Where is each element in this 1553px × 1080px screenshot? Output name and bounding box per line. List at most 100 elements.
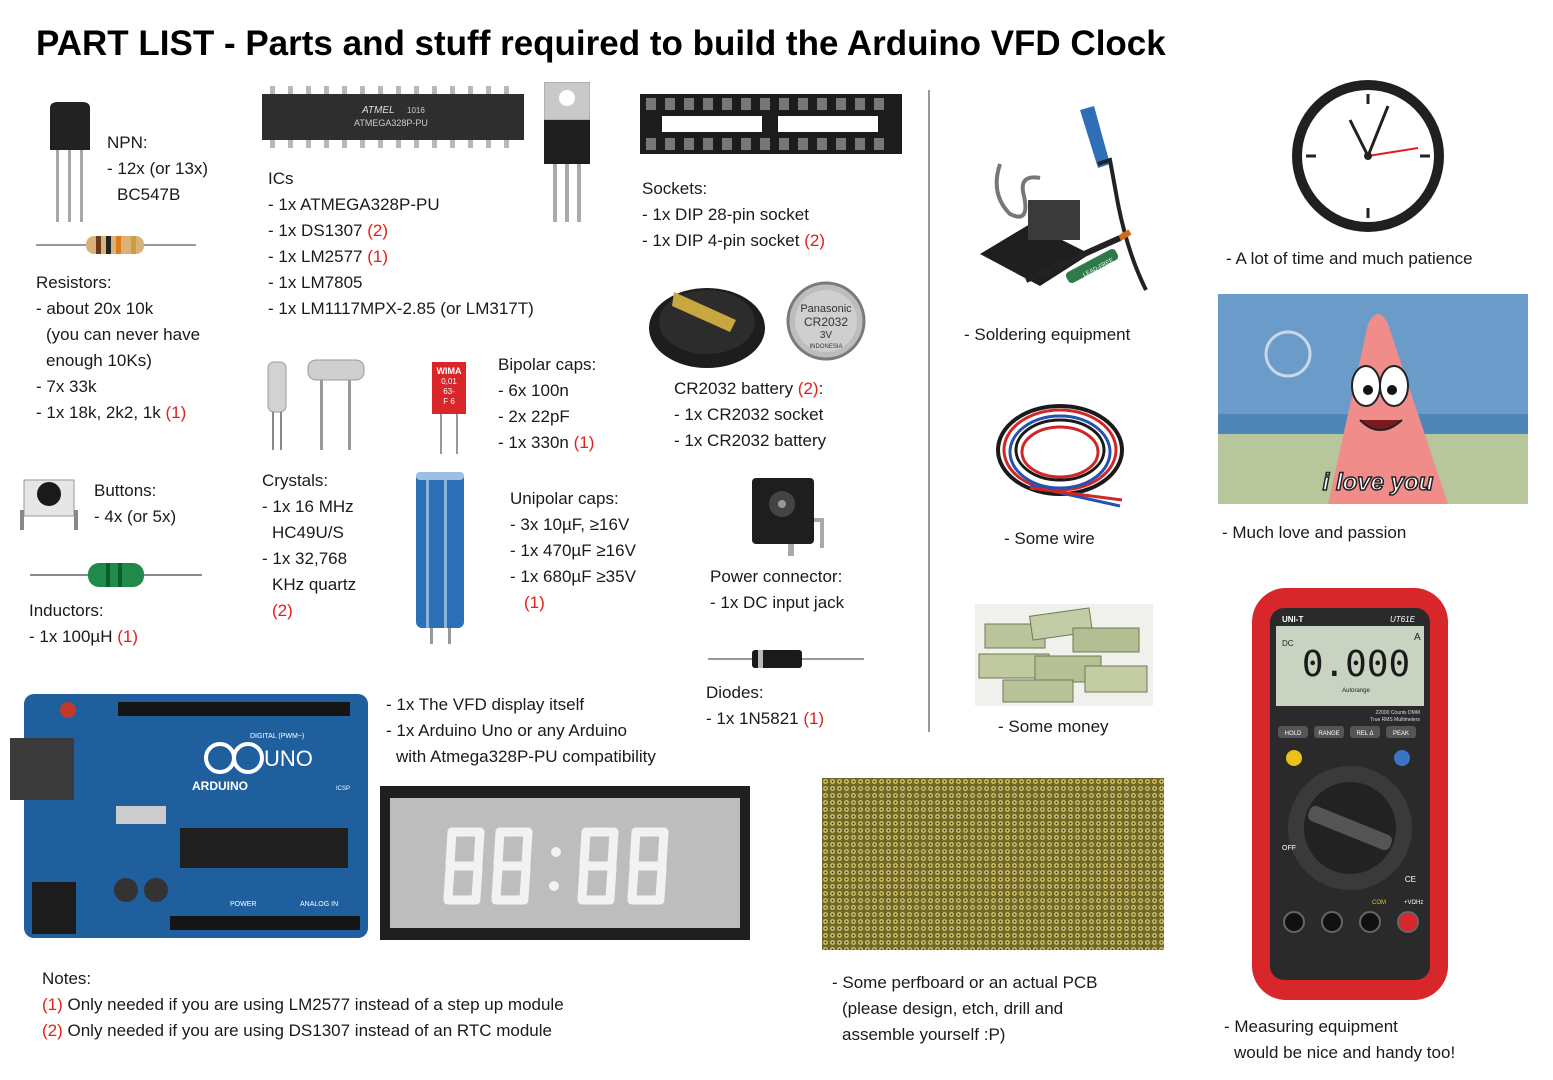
ics-line-5: - 1x LM1117MPX-2.85 (or LM317T) xyxy=(268,299,534,318)
mm-btn-hold: HOLD xyxy=(1285,731,1302,737)
measure-line-2: would be nice and handy too! xyxy=(1234,1043,1456,1062)
wire-caption: - Some wire xyxy=(1004,529,1095,548)
inductors-heading: Inductors: xyxy=(29,601,104,620)
mm-btn-range: RANGE xyxy=(1318,731,1339,737)
resistors-line-5: - 1x 18k, 2k2, 1k (1) xyxy=(36,403,187,422)
sockets-text: Sockets: - 1x DIP 28-pin socket - 1x DIP… xyxy=(642,176,825,254)
mm-reading: 0.000 xyxy=(1302,644,1410,685)
page-title: PART LIST - Parts and stuff required to … xyxy=(36,24,1166,63)
electrolytic-capacitor-image xyxy=(414,470,468,646)
resistors-line-3: enough 10Ks) xyxy=(46,351,152,370)
unipolar-note: (1) xyxy=(524,593,545,612)
crystals-note: (2) xyxy=(272,601,293,620)
multimeter-image: UNI-T UT61E DC A 0.000 Autorange 22000 C… xyxy=(1252,588,1448,1000)
inductors-text: Inductors: - 1x 100µH (1) xyxy=(29,598,138,650)
measure-line-1: - Measuring equipment xyxy=(1224,1017,1398,1036)
arduino-uno-image: UNO ARDUINO DIGITAL (PWM~) POWER ANALOG … xyxy=(10,694,370,940)
npn-text: NPN: - 12x (or 13x) BC547B xyxy=(107,130,208,208)
arduino-uno-label: UNO xyxy=(264,746,313,771)
voltage-regulator-image xyxy=(544,82,590,224)
crystals-line-4: KHz quartz xyxy=(272,575,357,594)
perfboard-line-2: (please design, etch, drill and xyxy=(842,999,1064,1018)
bipolar-heading: Bipolar caps: xyxy=(498,355,597,374)
sockets-line-1: - 1x DIP 28-pin socket xyxy=(642,205,809,224)
cell-brand: Panasonic xyxy=(800,303,852,315)
crystals-image xyxy=(262,358,372,454)
unipolar-line-1: - 3x 10µF, ≥16V xyxy=(510,515,630,534)
mm-off: OFF xyxy=(1282,845,1296,852)
resistors-line-4: - 7x 33k xyxy=(36,377,97,396)
unipolar-line-3: - 1x 680µF ≥35V xyxy=(510,567,636,586)
battery-holder-image xyxy=(644,272,770,372)
money-image xyxy=(975,604,1153,706)
inductor-image xyxy=(30,560,202,590)
mm-com: COM xyxy=(1372,900,1386,906)
chip-brand: ATMEL xyxy=(361,105,395,116)
diodes-heading: Diodes: xyxy=(706,683,764,702)
mm-ce: CE xyxy=(1405,875,1416,884)
ics-heading: ICs xyxy=(268,169,294,188)
perfboard-line-3: assemble yourself :P) xyxy=(842,1025,1006,1044)
clock-image xyxy=(1288,76,1448,236)
cap-label-1: WIMA xyxy=(437,366,462,376)
measure-caption: - Measuring equipment would be nice and … xyxy=(1224,1014,1455,1066)
pushbutton-image xyxy=(16,470,82,532)
mm-model: UT61E xyxy=(1390,615,1416,624)
cap-label-4: F 6 xyxy=(443,397,455,406)
crystals-line-2: HC49U/S xyxy=(272,523,344,542)
bipolar-text: Bipolar caps: - 6x 100n - 2x 22pF - 1x 3… xyxy=(498,352,596,456)
mm-btn-rel: REL Δ xyxy=(1356,731,1373,737)
sockets-line-2: - 1x DIP 4-pin socket (2) xyxy=(642,231,825,250)
soldering-caption: - Soldering equipment xyxy=(964,325,1131,344)
chip-code: 1016 xyxy=(407,106,425,115)
arduino-power: POWER xyxy=(230,901,256,908)
bipolar-line-2: - 2x 22pF xyxy=(498,407,570,426)
battery-text: CR2032 battery (2): - 1x CR2032 socket -… xyxy=(674,376,826,454)
resistors-line-1: - about 20x 10k xyxy=(36,299,154,318)
npn-line-1: - 12x (or 13x) xyxy=(107,159,209,178)
mm-autorange: Autorange xyxy=(1342,688,1370,694)
ics-line-2: - 1x DS1307 (2) xyxy=(268,221,389,240)
chip-part: ATMEGA328P-PU xyxy=(354,118,428,128)
perfboard-image xyxy=(822,778,1164,950)
npn-heading: NPN: xyxy=(107,133,148,152)
cap-label-3: 63- xyxy=(443,387,455,396)
ics-line-1: - 1x ATMEGA328P-PU xyxy=(268,195,440,214)
diodes-line-1: - 1x 1N5821 (1) xyxy=(706,709,825,728)
note-1: (1) Only needed if you are using LM2577 … xyxy=(42,995,564,1014)
notes-heading: Notes: xyxy=(42,969,92,988)
battery-line-2: - 1x CR2032 battery xyxy=(674,431,827,450)
cell-origin: INDONESIA xyxy=(809,344,842,350)
sockets-heading: Sockets: xyxy=(642,179,708,198)
mm-trms: True RMS Multimeters xyxy=(1370,717,1420,723)
power-heading: Power connector: xyxy=(710,567,843,586)
display-line-1: - 1x The VFD display itself xyxy=(386,695,585,714)
mm-btn-peak: PEAK xyxy=(1393,731,1409,737)
unipolar-heading: Unipolar caps: xyxy=(510,489,619,508)
wire-image xyxy=(990,400,1130,510)
section-divider xyxy=(928,90,930,732)
mm-brand: UNI-T xyxy=(1282,615,1303,624)
money-caption: - Some money xyxy=(998,717,1109,736)
resistors-heading: Resistors: xyxy=(36,273,112,292)
battery-heading: CR2032 battery (2): xyxy=(674,379,824,398)
arduino-analog: ANALOG IN xyxy=(300,901,338,908)
battery-line-1: - 1x CR2032 socket xyxy=(674,405,824,424)
soldering-iron-image: LEAD-FREE xyxy=(970,104,1152,294)
crystals-text: Crystals: - 1x 16 MHz HC49U/S - 1x 32,76… xyxy=(262,468,356,624)
unipolar-text: Unipolar caps: - 3x 10µF, ≥16V - 1x 470µ… xyxy=(510,486,636,616)
resistors-line-2: (you can never have xyxy=(46,325,201,344)
dc-jack-image xyxy=(748,472,832,558)
crystals-line-1: - 1x 16 MHz xyxy=(262,497,354,516)
arduino-digital: DIGITAL (PWM~) xyxy=(250,733,304,740)
love-caption: - Much love and passion xyxy=(1222,523,1407,542)
bipolar-line-3: - 1x 330n (1) xyxy=(498,433,595,452)
meme-caption: i love you xyxy=(1323,469,1434,496)
mm-vohm: +VΩHz xyxy=(1404,900,1423,906)
note-2: (2) Only needed if you are using DS1307 … xyxy=(42,1021,552,1040)
coin-cell-image: Panasonic CR2032 3V INDONESIA xyxy=(786,274,866,368)
unipolar-line-2: - 1x 470µF ≥16V xyxy=(510,541,636,560)
bipolar-line-1: - 6x 100n xyxy=(498,381,569,400)
npn-transistor-image xyxy=(40,100,100,225)
love-meme-image: i love you xyxy=(1218,294,1528,504)
